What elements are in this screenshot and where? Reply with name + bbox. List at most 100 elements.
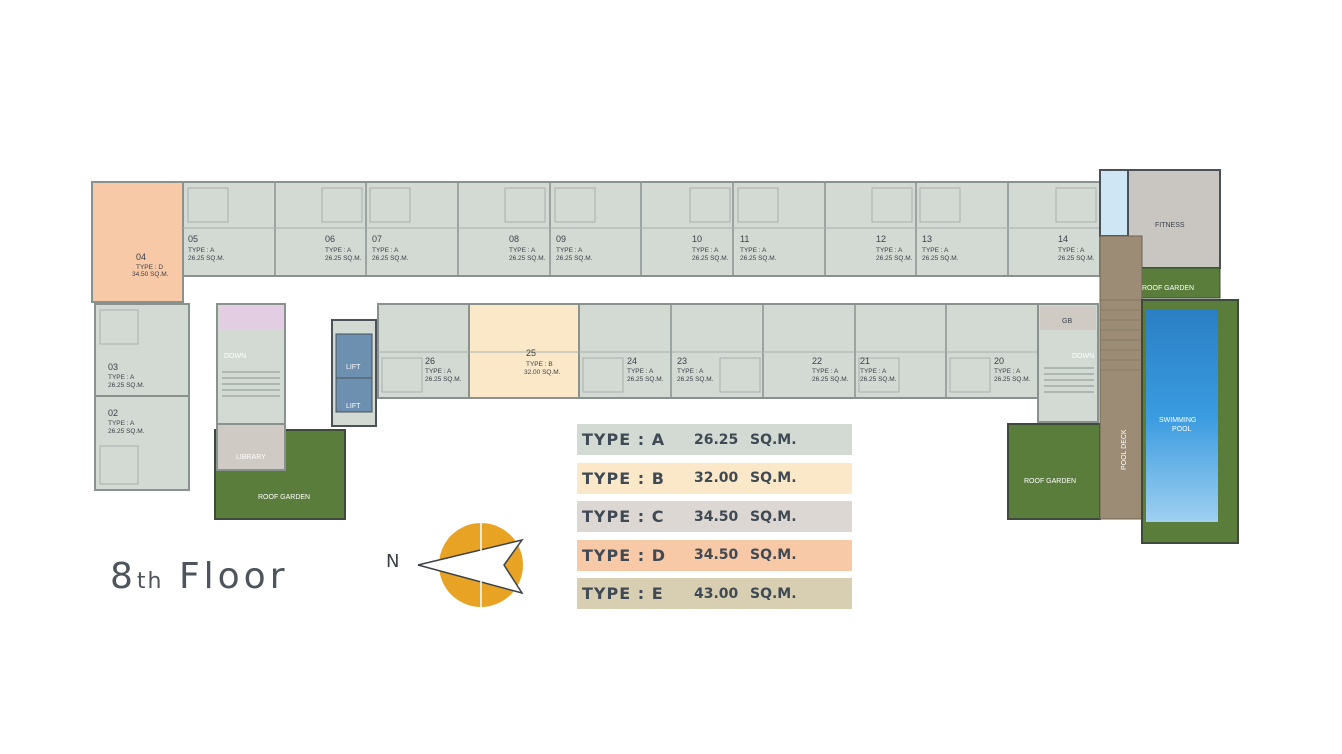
fitness-label: FITNESS (1155, 222, 1185, 229)
unit-area-11: 26.25 SQ.M. (740, 255, 777, 262)
roof-garden-right (1007, 423, 1101, 520)
stair-block-left (214, 303, 346, 520)
unit-area-26: 26.25 SQ.M. (425, 376, 462, 383)
left-wing (94, 303, 190, 491)
middle-wing (377, 303, 1039, 399)
unit-area-10: 26.25 SQ.M. (692, 255, 729, 262)
unit-area-21: 26.25 SQ.M. (860, 376, 897, 383)
unit-label-24: 24 (627, 356, 637, 366)
unit-type-06: TYPE : A (325, 247, 352, 254)
unit-type-14: TYPE : A (1058, 247, 1085, 254)
unit-label-09: 09 (556, 234, 566, 244)
unit-area-09: 26.25 SQ.M. (556, 255, 593, 262)
unit-type-24: TYPE : A (627, 368, 654, 375)
unit-area-06: 26.25 SQ.M. (325, 255, 362, 262)
unit-label-12: 12 (876, 234, 886, 244)
unit-area-13: 26.25 SQ.M. (922, 255, 959, 262)
unit-area-20: 26.25 SQ.M. (994, 376, 1031, 383)
swimming-pool-label-2: POOL (1172, 426, 1192, 433)
unit-03[interactable] (94, 303, 190, 397)
unit-label-08: 08 (509, 234, 519, 244)
roof-garden-top-label: ROOF GARDEN (1142, 285, 1194, 292)
unit-type-07: TYPE : A (372, 247, 399, 254)
unit-label-10: 10 (692, 234, 702, 244)
amenity-block (1099, 169, 1239, 544)
unit-label-25: 25 (526, 348, 536, 358)
lift-car-1 (335, 333, 373, 379)
unit-area-14: 26.25 SQ.M. (1058, 255, 1095, 262)
unit-04[interactable] (91, 181, 184, 303)
unit-type-23: TYPE : A (677, 368, 704, 375)
unit-area-02: 26.25 SQ.M. (108, 428, 145, 435)
unit-label-21: 21 (860, 356, 870, 366)
facility-labels: FITNESS ROOF GARDEN ROOF GARDEN ROOF GAR… (224, 222, 1196, 501)
unit-type-legend: TYPE : A 26.25 SQ.M. TYPE : B 32.00 SQ.M… (577, 424, 852, 617)
lift-label-2: LIFT (346, 403, 361, 410)
unit-area-25: 32.00 SQ.M. (524, 369, 561, 376)
unit-area-03: 26.25 SQ.M. (108, 382, 145, 389)
legend-unit: SQ.M. (750, 547, 797, 563)
unit-type-08: TYPE : A (509, 247, 536, 254)
unit-type-22: TYPE : A (812, 368, 839, 375)
unit-25[interactable] (468, 303, 580, 399)
unit-type-05: TYPE : A (188, 247, 215, 254)
unit-type-04: TYPE : D (136, 264, 163, 271)
legend-unit: SQ.M. (750, 431, 797, 448)
unit-area-24: 26.25 SQ.M. (627, 376, 664, 383)
legend-area: 32.00 (694, 470, 739, 486)
unit-type-09: TYPE : A (556, 247, 583, 254)
unit-label-23: 23 (677, 356, 687, 366)
legend-type: TYPE : C (582, 507, 665, 526)
legend-type: TYPE : A (582, 430, 666, 449)
unit-type-20: TYPE : A (994, 368, 1021, 375)
unit-area-12: 26.25 SQ.M. (876, 255, 913, 262)
unit-label-26: 26 (425, 356, 435, 366)
stair-left-label: DOWN (224, 353, 246, 360)
lift-car-2 (335, 377, 373, 413)
legend-row-e: TYPE : E 43.00 SQ.M. (577, 578, 852, 609)
floor-suffix: th (136, 569, 164, 594)
unit-type-25: TYPE : B (526, 361, 553, 368)
floor-word: Floor (178, 556, 289, 597)
unit-label-04: 04 (136, 252, 146, 262)
unit-label-02: 02 (108, 408, 118, 418)
roof-garden-left-label: ROOF GARDEN (258, 494, 310, 501)
legend-type: TYPE : E (582, 584, 664, 603)
unit-type-02: TYPE : A (108, 420, 135, 427)
unit-label-07: 07 (372, 234, 382, 244)
unit-type-12: TYPE : A (876, 247, 903, 254)
lift-label-1: LIFT (346, 364, 361, 371)
legend-row-b: TYPE : B 32.00 SQ.M. (577, 462, 852, 494)
legend-row-d: TYPE : D 34.50 SQ.M. (577, 539, 852, 571)
stair-block-right (1007, 303, 1101, 520)
pool-deck (1099, 235, 1143, 520)
swimming-pool (1146, 310, 1218, 522)
legend-area: 34.50 (694, 547, 739, 563)
roof-garden-right-label: ROOF GARDEN (1024, 478, 1076, 485)
unit-area-05: 26.25 SQ.M. (188, 255, 225, 262)
legend-unit: SQ.M. (750, 508, 797, 525)
unit-type-11: TYPE : A (740, 247, 767, 254)
north-label: N (386, 551, 400, 572)
unit-02[interactable] (94, 395, 190, 491)
unit-label-14: 14 (1058, 234, 1068, 244)
legend-area: 34.50 (694, 508, 739, 525)
unit-area-23: 26.25 SQ.M. (677, 376, 714, 383)
unit-area-08: 26.25 SQ.M. (509, 255, 546, 262)
unit-label-20: 20 (994, 356, 1004, 366)
legend-row-c: TYPE : C 34.50 SQ.M. (577, 501, 852, 532)
unit-type-21: TYPE : A (860, 368, 887, 375)
floor-title: 8th Floor (110, 556, 289, 597)
unit-type-03: TYPE : A (108, 374, 135, 381)
stair-right-label: DOWN (1072, 353, 1094, 360)
compass-icon (417, 521, 524, 609)
legend-type: TYPE : D (582, 545, 666, 565)
legend-row-a: TYPE : A 26.25 SQ.M. (577, 424, 852, 455)
legend-unit: SQ.M. (750, 585, 797, 602)
legend-unit: SQ.M. (750, 470, 797, 486)
unit-area-04: 34.50 SQ.M. (132, 271, 169, 278)
unit-label-13: 13 (922, 234, 932, 244)
unit-label-22: 22 (812, 356, 822, 366)
pool-deck-label: POOL DECK (1121, 429, 1128, 470)
